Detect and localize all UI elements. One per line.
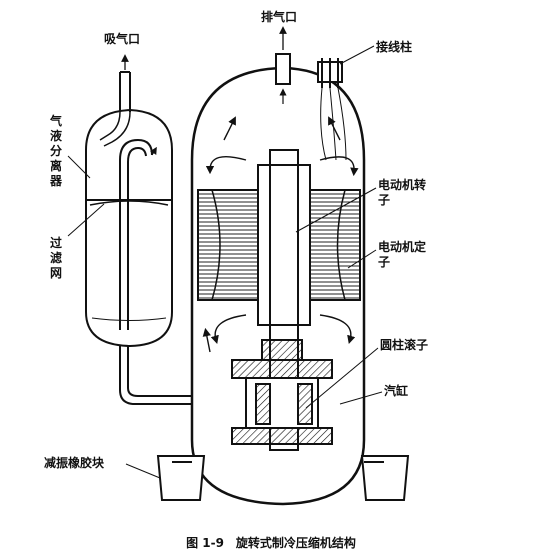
- damping-rubber-blocks: [156, 455, 410, 501]
- label-cylinder-roller: 圆柱滚子: [380, 338, 429, 352]
- cylinder-block: [231, 339, 333, 445]
- terminal-posts: [317, 58, 347, 161]
- label-cylinder: 汽缸: [384, 384, 409, 398]
- suction-pipe: [99, 54, 131, 147]
- connecting-pipe: [119, 346, 192, 405]
- motor-rotor: [257, 149, 311, 451]
- filter-screen: [89, 200, 169, 206]
- label-motor-rotor: 电动机转子: [378, 178, 427, 207]
- compressor-shell: [190, 66, 366, 506]
- flow-arrows: [202, 116, 359, 353]
- leader-lines: [67, 45, 383, 479]
- discharge-pipe: [275, 26, 291, 104]
- label-motor-stator: 电动机定子: [378, 240, 427, 269]
- motor-stator: [197, 189, 361, 301]
- label-terminal-post: 接线柱: [376, 40, 413, 54]
- label-discharge-port: 排气口: [261, 10, 298, 24]
- figure-caption: 图 1-9 旋转式制冷压缩机结构: [0, 534, 542, 551]
- caption-number: 图 1-9: [186, 536, 224, 550]
- label-damping-rubber-block: 减振橡胶块: [44, 456, 105, 470]
- gas-liquid-separator: [85, 108, 173, 348]
- label-gas-liquid-separator: 气液分离器: [50, 114, 63, 188]
- separator-inner-tube: [119, 138, 157, 330]
- label-suction-port: 吸气口: [104, 32, 141, 46]
- label-filter-screen: 过滤网: [50, 236, 63, 280]
- caption-title: 旋转式制冷压缩机结构: [235, 536, 356, 550]
